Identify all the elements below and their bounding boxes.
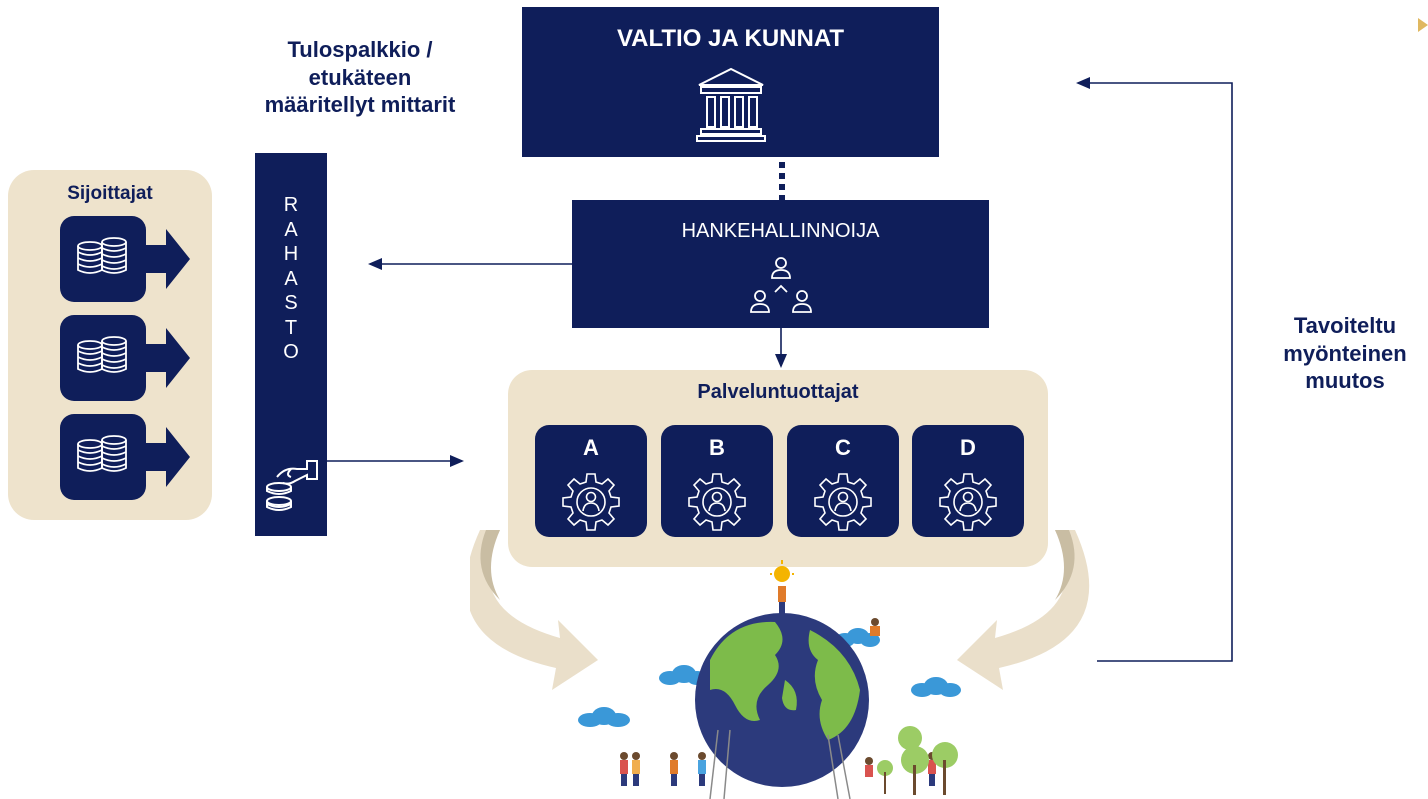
- investor-box: [60, 414, 146, 500]
- left-cycle-arrow-shadow: [480, 530, 500, 600]
- fund-letter: A: [284, 218, 298, 241]
- sparkle-icon: [1418, 18, 1428, 32]
- gear-person-icon: [937, 471, 999, 533]
- target-change-line3: muutos: [1305, 368, 1385, 393]
- left-cycle-arrow: [470, 530, 598, 690]
- coins-stack-icon: [74, 434, 130, 480]
- outcome-label-line2: etukäteen: [308, 64, 412, 90]
- fund-letter: H: [283, 243, 299, 265]
- provider-box-a: A: [535, 425, 647, 537]
- dotted-connector: [777, 160, 787, 202]
- provider-label: B: [709, 435, 725, 460]
- provider-box-b: B: [661, 425, 773, 537]
- cycle-arrows: [470, 530, 1090, 690]
- arrow-feedback-loop: [1076, 77, 1233, 662]
- manager-title: HANKEHALLINNOIJA: [681, 220, 880, 242]
- investor-arrow: [144, 328, 190, 388]
- fund-letter: T: [284, 316, 298, 339]
- investors-title: Sijoittajat: [67, 183, 153, 204]
- right-cycle-arrow-shadow: [1055, 530, 1075, 600]
- target-change-label: Tavoiteltu myönteinen muutos: [1270, 312, 1420, 395]
- fund-letter: R: [283, 194, 299, 216]
- provider-label: C: [835, 435, 851, 460]
- fund-letter: O: [283, 341, 299, 363]
- manager-box: HANKEHALLINNOIJA: [572, 200, 989, 328]
- coins-stack-icon: [74, 236, 130, 282]
- coins-stack-icon: [74, 335, 130, 381]
- outcome-label-line1: Tulospalkkio /: [287, 37, 433, 62]
- investor-arrow: [144, 229, 190, 289]
- provider-label: D: [960, 435, 976, 460]
- hand-coin-icon: [261, 451, 321, 521]
- investor-box: [60, 216, 146, 302]
- target-change-line1: Tavoiteltu: [1293, 313, 1397, 338]
- fund-letter: S: [284, 292, 298, 314]
- outcome-payment-label: Tulospalkkio / etukäteen määritellyt mit…: [200, 36, 520, 119]
- gear-person-icon: [560, 471, 622, 533]
- government-title: VALTIO JA KUNNAT: [616, 25, 845, 52]
- fund-letter: A: [284, 267, 298, 290]
- providers-title: Palveluntuottajat: [697, 381, 859, 403]
- gear-person-icon: [812, 471, 874, 533]
- globe-with-people-illustration: [560, 560, 980, 799]
- cloud-icon: [578, 628, 961, 727]
- target-change-line2: myönteinen: [1283, 340, 1407, 366]
- people-network-icon: [748, 254, 814, 320]
- government-box: VALTIO JA KUNNAT: [522, 7, 939, 157]
- provider-box-d: D: [912, 425, 1024, 537]
- investor-arrow: [144, 427, 190, 487]
- gear-person-icon: [686, 471, 748, 533]
- investor-box: [60, 315, 146, 401]
- provider-label: A: [583, 435, 599, 460]
- provider-box-c: C: [787, 425, 899, 537]
- outcome-label-line3: määritellyt mittarit: [264, 92, 456, 117]
- right-cycle-arrow: [957, 530, 1090, 690]
- government-building-icon: [695, 65, 767, 143]
